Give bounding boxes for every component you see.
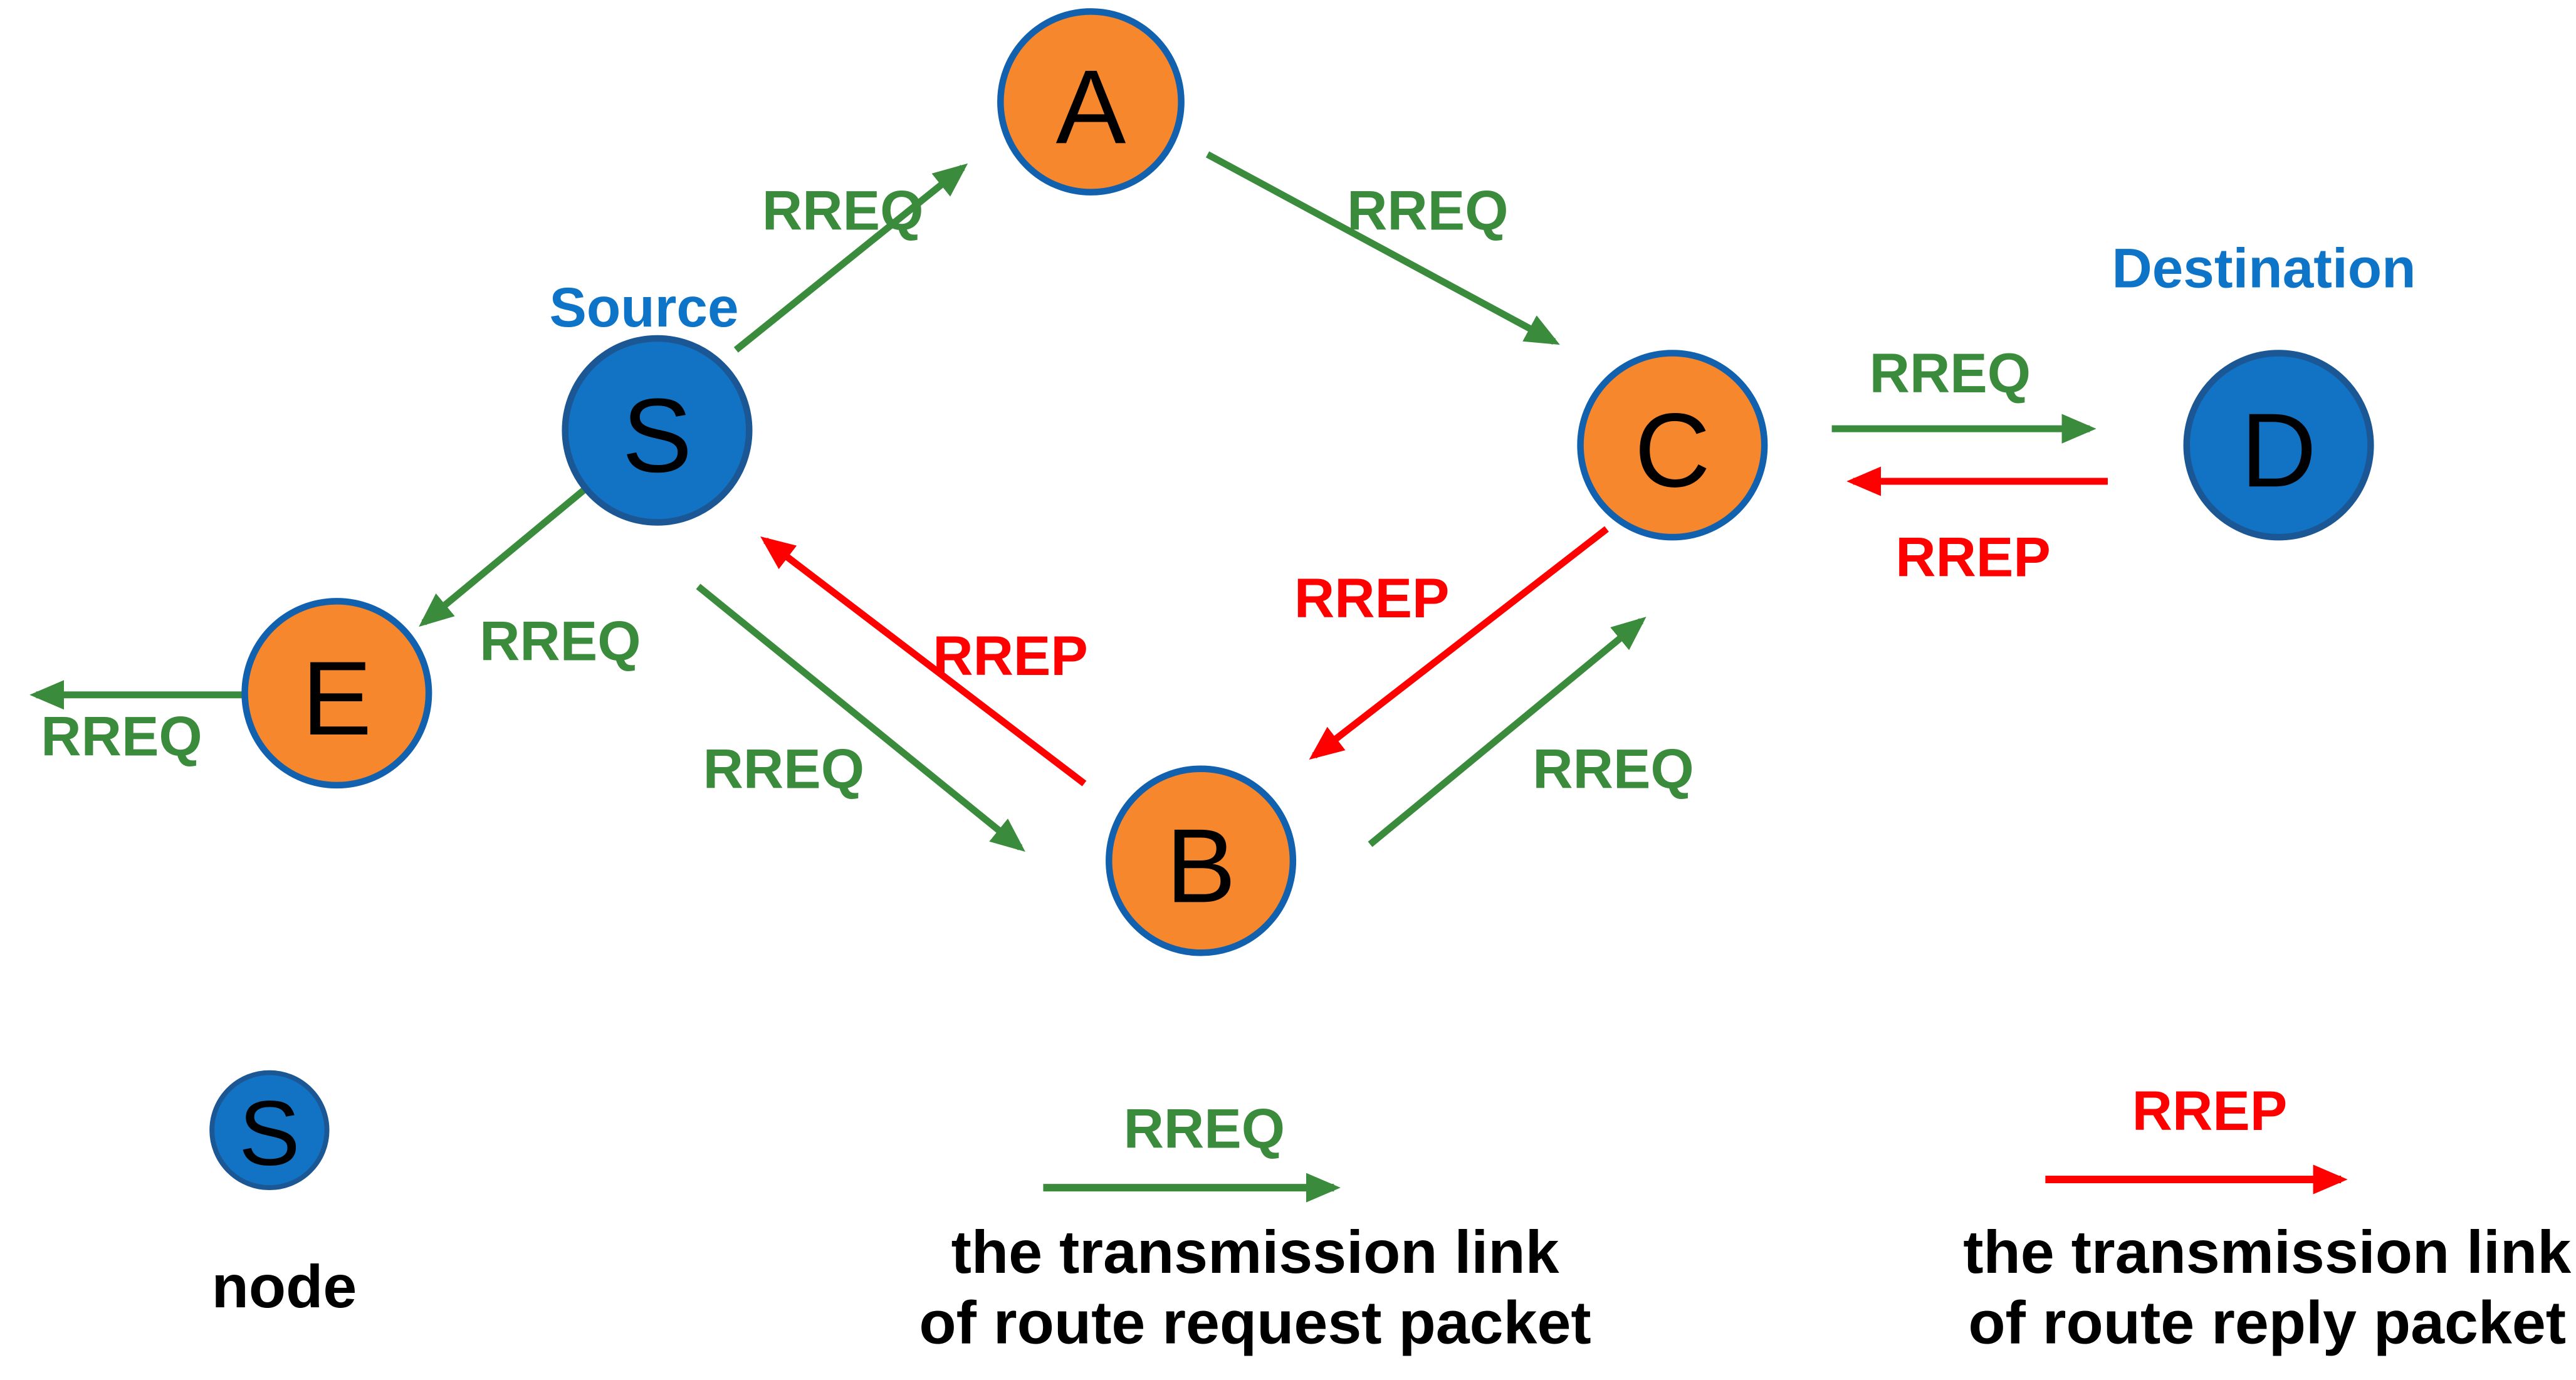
node-S: S Source <box>549 276 753 526</box>
node-E: E <box>241 598 432 789</box>
edge-label-s-to-b: RREQ <box>703 738 864 800</box>
edge-b-to-c: RREQ <box>1368 617 1694 847</box>
node-D: D Destination <box>2112 236 2416 541</box>
edge-s-to-e: RREQ <box>419 485 641 672</box>
edge-label-a-to-c: RREQ <box>1347 179 1508 242</box>
edge-label-c-to-b: RREP <box>1294 567 1450 629</box>
legend-node-caption: node <box>212 1252 357 1320</box>
node-circle-C <box>1577 350 1768 541</box>
edge-label-s-to-e: RREQ <box>479 609 641 672</box>
edge-line-b-to-s <box>760 536 1087 787</box>
legend-rrep-line-2: of route reply packet <box>1968 1289 2566 1357</box>
node-letter-D: D <box>2241 391 2317 509</box>
node-C: C <box>1577 350 1768 541</box>
edge-label-d-to-c: RREP <box>1895 526 2051 588</box>
node-circle-D <box>2183 350 2374 541</box>
legend-node-letter: S <box>239 1082 300 1185</box>
node-letter-E: E <box>301 639 372 757</box>
edge-line-s-to-e <box>419 485 589 627</box>
edge-c-to-b: RREP <box>1294 526 1609 760</box>
edge-label-c-to-d: RREQ <box>1870 342 2031 404</box>
node-circle-S <box>562 335 753 526</box>
edge-label-b-to-s: RREP <box>933 624 1088 687</box>
legend-rrep-line-1: the transmission link <box>1963 1218 2572 1286</box>
node-letter-C: C <box>1635 391 1710 509</box>
legend-node-circle <box>209 1070 330 1191</box>
node-circle-B <box>1106 765 1297 956</box>
edge-line-c-to-b <box>1309 526 1609 760</box>
edge-line-b-to-c <box>1368 617 1647 847</box>
edge-label-e-to-out: RREQ <box>41 704 202 767</box>
node-title-destination: Destination <box>2112 236 2416 299</box>
edge-e-to-out: RREQ <box>29 680 243 767</box>
edge-label-b-to-c: RREQ <box>1532 738 1694 800</box>
edge-label-s-to-a: RREQ <box>762 179 923 242</box>
node-circle-E <box>241 598 432 789</box>
node-A: A <box>997 8 1185 196</box>
edge-line-s-to-b <box>696 583 1025 852</box>
node-letter-B: B <box>1166 807 1236 924</box>
node-circle-A <box>997 8 1185 196</box>
edge-line-a-to-c <box>1205 151 1560 345</box>
legend-rrep-label: RREP <box>2132 1079 2288 1142</box>
node-letter-A: A <box>1056 48 1126 165</box>
edge-a-to-c: RREQ <box>1205 151 1560 345</box>
edge-s-to-b: RREQ <box>696 583 1025 852</box>
legend-rreq-label: RREQ <box>1124 1097 1285 1160</box>
edge-b-to-s: RREP <box>760 536 1088 787</box>
node-title-source: Source <box>549 276 738 338</box>
legend-rreq-line-1: the transmission link <box>951 1218 1560 1286</box>
node-B: B <box>1106 765 1297 956</box>
edge-d-to-c: RREP <box>1846 466 2108 588</box>
node-letter-S: S <box>622 377 693 494</box>
edge-c-to-d: RREQ <box>1831 342 2097 444</box>
legend-rreq-line-2: of route request packet <box>919 1289 1591 1357</box>
edge-line-s-to-a <box>733 163 968 353</box>
edge-s-to-a: RREQ <box>733 163 968 353</box>
